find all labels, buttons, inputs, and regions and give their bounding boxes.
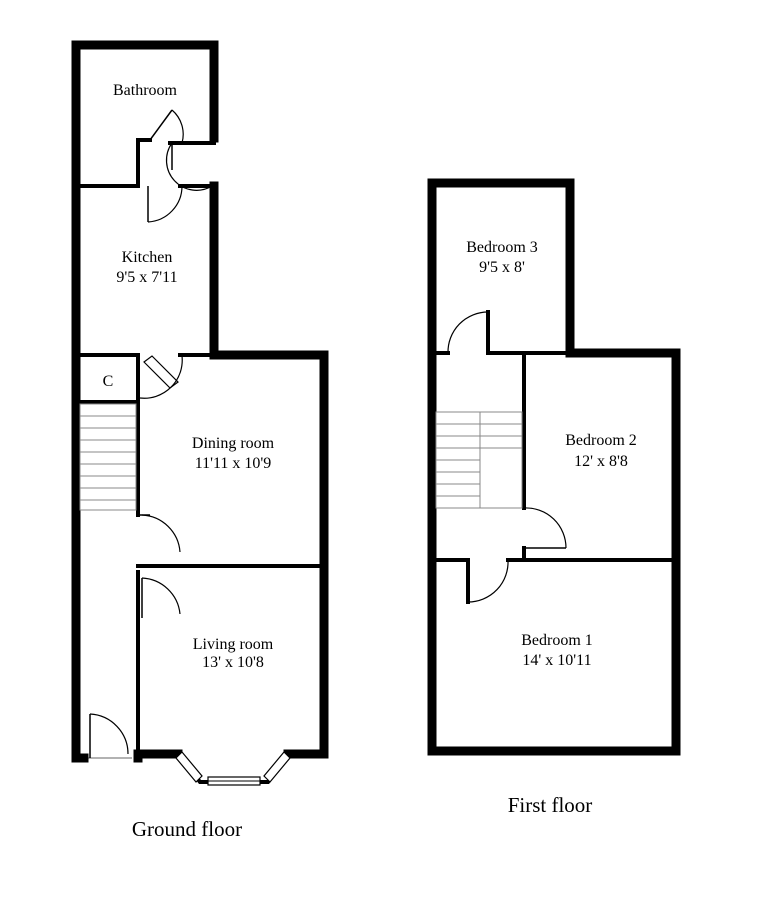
bedroom2-dims: 12' x 8'8 bbox=[574, 453, 628, 470]
bay-window bbox=[175, 751, 291, 786]
bathroom-wall bbox=[74, 138, 216, 188]
bedroom1-door bbox=[467, 559, 509, 603]
kitchen-dims: 9'5 x 7'11 bbox=[116, 269, 177, 286]
bedroom3-label: Bedroom 3 bbox=[466, 239, 538, 256]
dining-room-dims: 11'11 x 10'9 bbox=[195, 455, 272, 472]
cupboard-label: C bbox=[103, 373, 114, 390]
ground-floor-plan: Bathroom Kitchen 9'5 x 7'11 C Dining roo… bbox=[71, 40, 329, 841]
bedroom1-label: Bedroom 1 bbox=[521, 632, 593, 649]
first-floor-plan: Bedroom 3 9'5 x 8' Bedroom 2 12' x 8'8 B… bbox=[427, 178, 681, 817]
bedroom3-wall bbox=[430, 310, 572, 355]
dining-room-label: Dining room bbox=[192, 435, 275, 452]
bedroom3-dims: 9'5 x 8' bbox=[479, 259, 525, 276]
cupboard-door bbox=[139, 355, 183, 399]
ground-stairs bbox=[79, 403, 137, 511]
bedroom2-door bbox=[523, 507, 567, 549]
bedroom3-door bbox=[447, 311, 489, 354]
bedroom2-label: Bedroom 2 bbox=[565, 432, 637, 449]
bathroom-door bbox=[149, 109, 213, 191]
living-room-label: Living room bbox=[193, 636, 274, 653]
living-room-dims: 13' x 10'8 bbox=[202, 654, 264, 671]
dining-door bbox=[138, 514, 181, 553]
living-door bbox=[141, 577, 181, 618]
kitchen-door bbox=[147, 185, 183, 223]
first-floor-title: First floor bbox=[508, 793, 593, 817]
bathroom-label: Bathroom bbox=[113, 82, 178, 99]
bedroom1-dims: 14' x 10'11 bbox=[522, 652, 591, 669]
front-door bbox=[84, 713, 132, 759]
kitchen-label: Kitchen bbox=[122, 249, 173, 266]
ground-floor-title: Ground floor bbox=[132, 817, 242, 841]
first-stairs bbox=[435, 411, 523, 509]
